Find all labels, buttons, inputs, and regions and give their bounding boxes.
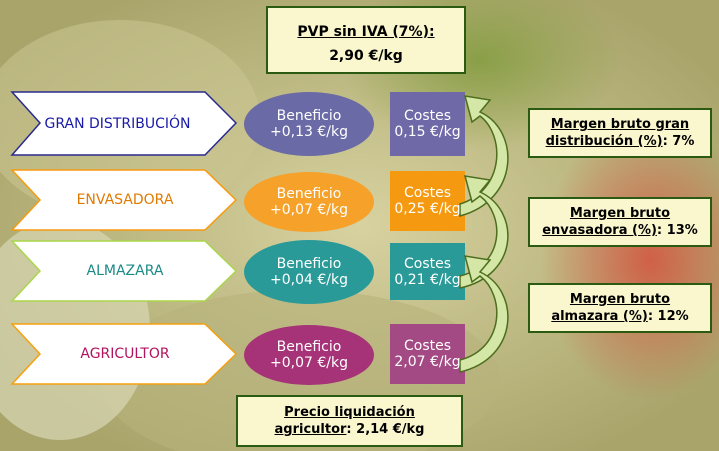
stage-label-envasadora: ENVASADORA: [76, 192, 174, 208]
beneficio-text-agricultor: Beneficio +0,07 €/kg: [244, 325, 374, 385]
margen-line1: Margen bruto gran: [550, 117, 690, 132]
cost-box-almazara: [390, 243, 465, 300]
costes-text-almazara: Costes 0,21 €/kg: [390, 243, 465, 300]
stage-arrow-almazara: [10, 240, 238, 302]
stage-label-almazara: ALMAZARA: [86, 263, 164, 279]
cost-box-gran-distribucion: [390, 92, 465, 156]
costes-label: Costes: [403, 255, 452, 272]
stage-arrow-gran-distribucion: [10, 91, 238, 156]
margen-line1: Margen bruto: [569, 292, 671, 307]
pvp-box: PVP sin IVA (7%): 2,90 €/kg: [266, 6, 466, 74]
margen-box-gran-distribucion: Margen bruto gran distribución (%): 7%: [528, 108, 712, 158]
margen-box-envasadora: Margen bruto envasadora (%): 13%: [528, 197, 712, 247]
beneficio-value: +0,07 €/kg: [270, 202, 348, 218]
precio-line2: agricultor: [274, 422, 347, 437]
beneficio-ellipse-almazara: [244, 240, 374, 304]
beneficio-ellipse-agricultor: [244, 325, 374, 385]
costes-value: 0,21 €/kg: [394, 271, 461, 288]
precio-liquidacion-box: Precio liquidación agricultor: 2,14 €/kg: [236, 395, 463, 447]
stage-arrow-envasadora: [10, 169, 238, 231]
precio-line1: Precio liquidación: [284, 405, 415, 420]
beneficio-value: +0,04 €/kg: [270, 272, 348, 288]
margen-value: : 7%: [662, 134, 695, 149]
beneficio-text-almazara: Beneficio +0,04 €/kg: [244, 240, 374, 304]
margen-box-almazara: Margen bruto almazara (%): 12%: [528, 283, 712, 333]
margen-value: : 13%: [656, 223, 698, 238]
costes-text-envasadora: Costes 0,25 €/kg: [390, 171, 465, 231]
beneficio-label: Beneficio: [276, 186, 342, 202]
stage-label-gran-distribucion: GRAN DISTRIBUCIÓN: [44, 115, 191, 132]
costes-label: Costes: [403, 108, 452, 124]
curved-arrow-icon: [459, 255, 509, 373]
beneficio-value: +0,07 €/kg: [270, 355, 348, 371]
beneficio-label: Beneficio: [276, 256, 342, 272]
margen-line1: Margen bruto: [569, 206, 671, 221]
costes-label: Costes: [403, 185, 452, 201]
costes-value: 0,25 €/kg: [394, 201, 461, 217]
pvp-label: PVP sin IVA (7%):: [297, 24, 435, 40]
margen-value: : 12%: [647, 309, 689, 324]
beneficio-ellipse-envasadora: [244, 172, 374, 232]
beneficio-value: +0,13 €/kg: [270, 124, 348, 140]
beneficio-text-envasadora: Beneficio +0,07 €/kg: [244, 172, 374, 232]
stage-label-agricultor: AGRICULTOR: [80, 346, 170, 362]
beneficio-label: Beneficio: [276, 108, 342, 124]
margen-line2: envasadora (%): [542, 223, 657, 238]
margen-line2: distribución (%): [545, 134, 663, 149]
curved-arrow-icon: [459, 175, 509, 289]
cost-box-envasadora: [390, 171, 465, 231]
costes-text-agricultor: Costes 2,07 €/kg: [390, 324, 465, 384]
costes-label: Costes: [403, 338, 452, 354]
margen-line2: almazara (%): [551, 309, 648, 324]
stage-arrow-agricultor: [10, 323, 238, 385]
costes-value: 0,15 €/kg: [394, 124, 461, 140]
cost-box-agricultor: [390, 324, 465, 384]
pvp-value: 2,90 €/kg: [329, 48, 403, 64]
costes-text-gran-distribucion: Costes 0,15 €/kg: [390, 92, 465, 156]
beneficio-ellipse-gran-distribucion: [244, 92, 374, 156]
beneficio-label: Beneficio: [276, 339, 342, 355]
costes-value: 2,07 €/kg: [394, 354, 461, 370]
beneficio-text-gran-distribucion: Beneficio +0,13 €/kg: [244, 92, 374, 156]
precio-value: : 2,14 €/kg: [346, 422, 425, 437]
